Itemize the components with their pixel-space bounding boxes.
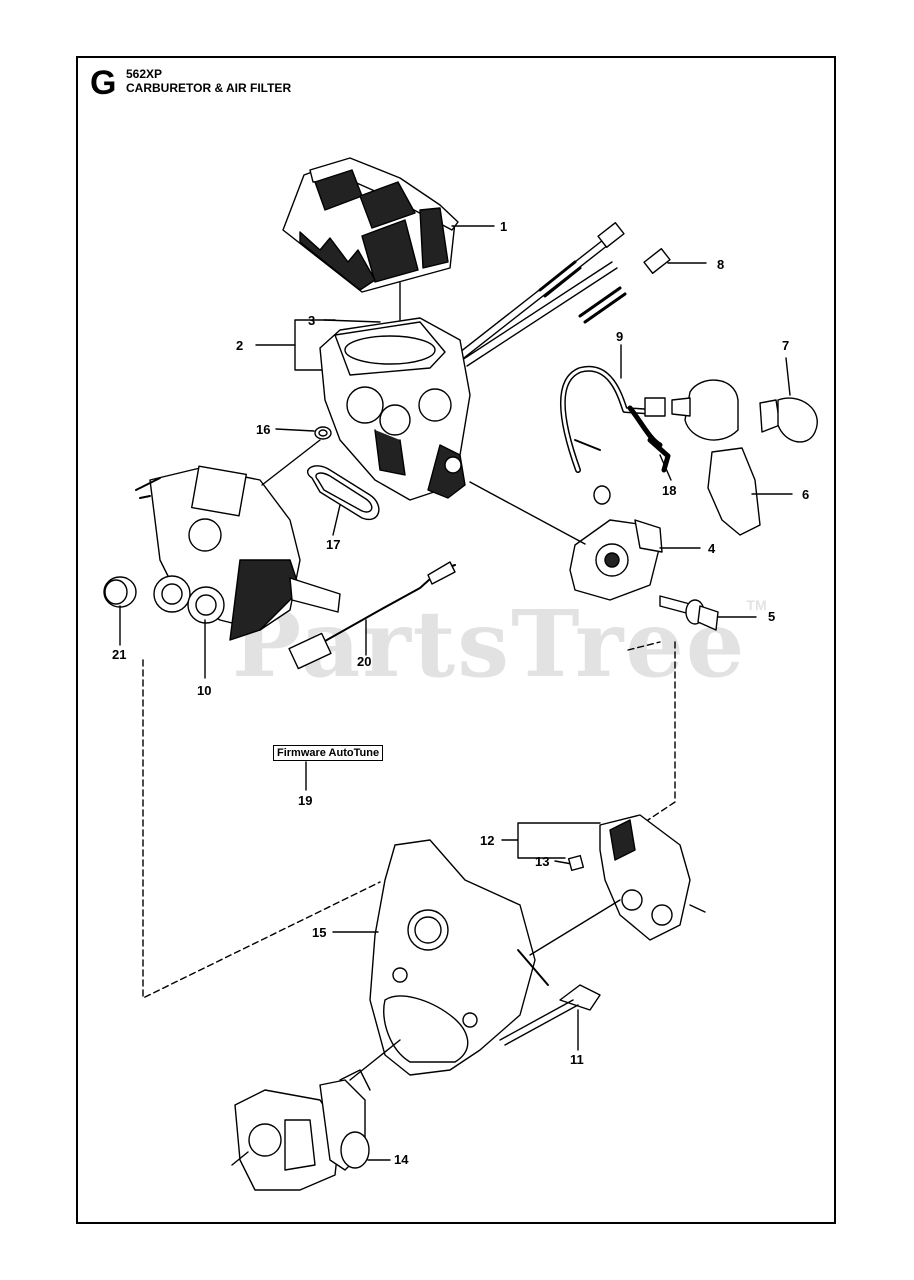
callout-5: 5 [768, 609, 776, 624]
part-throttle-cam [569, 519, 663, 601]
callout-4: 4 [708, 541, 716, 556]
part-intake-cover [369, 839, 549, 1076]
callout-19: 19 [298, 793, 313, 808]
part-carburetor [135, 465, 341, 641]
part-sensor-cable [288, 561, 456, 670]
callout-8: 8 [717, 257, 725, 272]
part-intake-ring [103, 576, 137, 608]
part-nut [567, 854, 585, 872]
callout-21: 21 [112, 647, 127, 662]
leader-14c [231, 1151, 249, 1166]
diagram-frame [76, 56, 836, 1224]
part-rear-bracket [599, 814, 706, 941]
leader-15b [529, 899, 621, 956]
part-bracket [707, 447, 761, 536]
part-intake-manifold [234, 1069, 371, 1191]
callout-16: 16 [256, 422, 271, 437]
model-number: 562XP [126, 67, 163, 81]
callout-14: 14 [394, 1152, 409, 1167]
leader-4b [469, 481, 586, 545]
callout-1: 1 [500, 219, 508, 234]
watermark: PartsTreeTM [232, 598, 767, 690]
part-small-hose [647, 437, 671, 473]
assembly-dashed-link [627, 641, 661, 651]
leader-13 [554, 860, 573, 865]
callout-9: 9 [616, 329, 624, 344]
part-fuel-hose [559, 365, 666, 505]
firmware-autotune-label: Firmware AutoTune [273, 745, 384, 761]
callout-6: 6 [802, 487, 810, 502]
section-title: CARBURETOR & AIR FILTER [126, 81, 292, 95]
part-air-filter [282, 157, 459, 321]
leader-12 [501, 822, 601, 859]
part-primer-bulb [671, 379, 818, 443]
part-pivot-pin [659, 595, 719, 631]
callout-13: 13 [535, 854, 550, 869]
callout-20: 20 [357, 654, 372, 669]
callout-18: 18 [662, 483, 677, 498]
callout-7: 7 [782, 338, 790, 353]
callout-12: 12 [480, 833, 495, 848]
part-intake-gasket-inner [315, 472, 373, 513]
watermark-trademark: TM [746, 597, 767, 613]
section-letter: G [90, 64, 117, 102]
leader-7 [785, 357, 791, 396]
part-filter-base [319, 317, 471, 501]
leader-16 [275, 428, 315, 432]
assembly-dashed-outline [142, 641, 676, 999]
callout-3: 3 [308, 313, 316, 328]
leader-3 [323, 319, 381, 323]
callout-2: 2 [236, 338, 244, 353]
callout-10: 10 [197, 683, 212, 698]
leader-10b [261, 439, 321, 486]
part-screw [499, 984, 601, 1046]
leader-14b [349, 1039, 401, 1081]
callout-17: 17 [326, 537, 341, 552]
part-intake-gasket [306, 465, 380, 521]
leader-17 [332, 504, 341, 536]
callout-11: 11 [570, 1052, 584, 1067]
leader-18 [659, 454, 672, 481]
callout-15: 15 [312, 925, 327, 940]
part-o-ring-small [314, 426, 332, 440]
